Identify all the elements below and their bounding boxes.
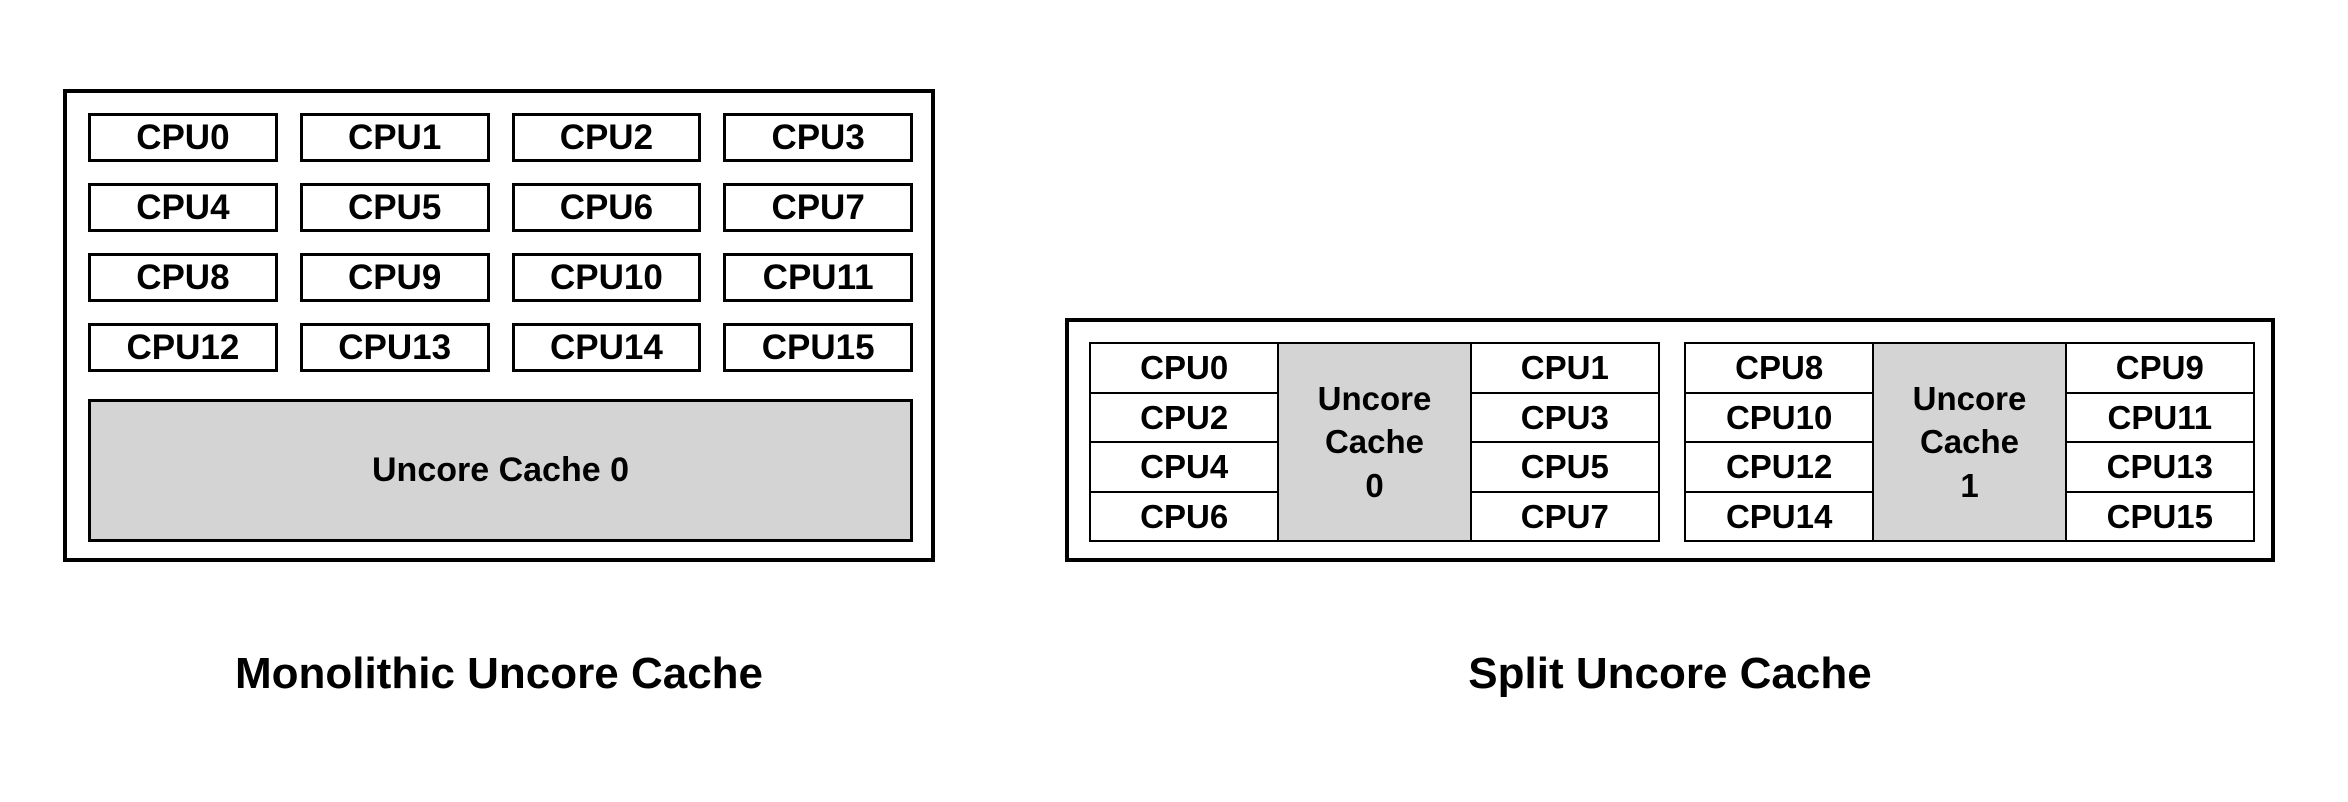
- cpu-cell-cpu2: CPU2: [1089, 391, 1280, 443]
- cpu-cell-cpu15: CPU15: [2064, 490, 2255, 542]
- cluster1-left-column: CPU8 CPU10 CPU12 CPU14: [1684, 342, 1875, 542]
- cpu-cell-cpu4: CPU4: [1089, 441, 1280, 493]
- caption-monolithic: Monolithic Uncore Cache: [234, 649, 764, 698]
- cpu-cell-cpu14: CPU14: [1684, 490, 1875, 542]
- cpu-box-cpu7: CPU7: [723, 183, 913, 232]
- split-uncore-cache-0-box: Uncore Cache 0: [1277, 342, 1472, 542]
- cluster0-right-column: CPU1 CPU3 CPU5 CPU7: [1469, 342, 1660, 542]
- cpu-box-cpu13: CPU13: [299, 323, 490, 372]
- cpu-cell-cpu13: CPU13: [2064, 441, 2255, 493]
- uncore-cache-0-box: Uncore Cache 0: [88, 399, 913, 542]
- cpu-box-cpu14: CPU14: [511, 323, 702, 372]
- cache1-line2: Cache: [1919, 423, 2020, 461]
- cpu-box-cpu10: CPU10: [511, 253, 702, 302]
- cpu-box-cpu15: CPU15: [723, 323, 913, 372]
- cache0-line1: Uncore: [1317, 379, 1432, 417]
- monolithic-diagram: CPU0 CPU1 CPU2 CPU3 CPU4 CPU5 CPU6 CPU7 …: [63, 89, 935, 562]
- cpu-cell-cpu6: CPU6: [1089, 490, 1280, 542]
- cpu-cell-cpu11: CPU11: [2064, 391, 2255, 443]
- cluster1-right-column: CPU9 CPU11 CPU13 CPU15: [2064, 342, 2255, 542]
- cache1-line1: Uncore: [1912, 379, 2027, 417]
- split-diagram: CPU0 CPU2 CPU4 CPU6 Uncore Cache 0 CPU1 …: [1065, 318, 2275, 562]
- split-cluster-0: CPU0 CPU2 CPU4 CPU6 Uncore Cache 0 CPU1 …: [1089, 342, 1660, 542]
- cpu-box-cpu12: CPU12: [88, 323, 278, 372]
- caption-split: Split Uncore Cache: [1468, 649, 1872, 698]
- cpu-box-cpu0: CPU0: [88, 113, 278, 162]
- cpu-box-cpu4: CPU4: [88, 183, 278, 232]
- cpu-cell-cpu9: CPU9: [2064, 342, 2255, 394]
- cpu-box-cpu9: CPU9: [299, 253, 490, 302]
- cpu-box-cpu5: CPU5: [299, 183, 490, 232]
- cpu-cell-cpu0: CPU0: [1089, 342, 1280, 394]
- cluster0-left-column: CPU0 CPU2 CPU4 CPU6: [1089, 342, 1280, 542]
- cache0-line2: Cache: [1324, 423, 1425, 461]
- cpu-box-cpu2: CPU2: [511, 113, 702, 162]
- cpu-cell-cpu7: CPU7: [1469, 490, 1660, 542]
- cpu-cell-cpu1: CPU1: [1469, 342, 1660, 394]
- cpu-cell-cpu8: CPU8: [1684, 342, 1875, 394]
- cpu-box-cpu8: CPU8: [88, 253, 278, 302]
- cpu-box-cpu11: CPU11: [723, 253, 913, 302]
- cpu-cell-cpu3: CPU3: [1469, 391, 1660, 443]
- monolithic-cpu-grid: CPU0 CPU1 CPU2 CPU3 CPU4 CPU5 CPU6 CPU7 …: [88, 113, 913, 372]
- cpu-box-cpu6: CPU6: [511, 183, 702, 232]
- split-cluster-1: CPU8 CPU10 CPU12 CPU14 Uncore Cache 1 CP…: [1684, 342, 2255, 542]
- cpu-box-cpu3: CPU3: [723, 113, 913, 162]
- cpu-cell-cpu5: CPU5: [1469, 441, 1660, 493]
- cpu-cell-cpu12: CPU12: [1684, 441, 1875, 493]
- cpu-cell-cpu10: CPU10: [1684, 391, 1875, 443]
- cpu-box-cpu1: CPU1: [299, 113, 490, 162]
- cache0-line3: 0: [1365, 466, 1384, 504]
- cache1-line3: 1: [1960, 466, 1979, 504]
- split-uncore-cache-1-box: Uncore Cache 1: [1872, 342, 2067, 542]
